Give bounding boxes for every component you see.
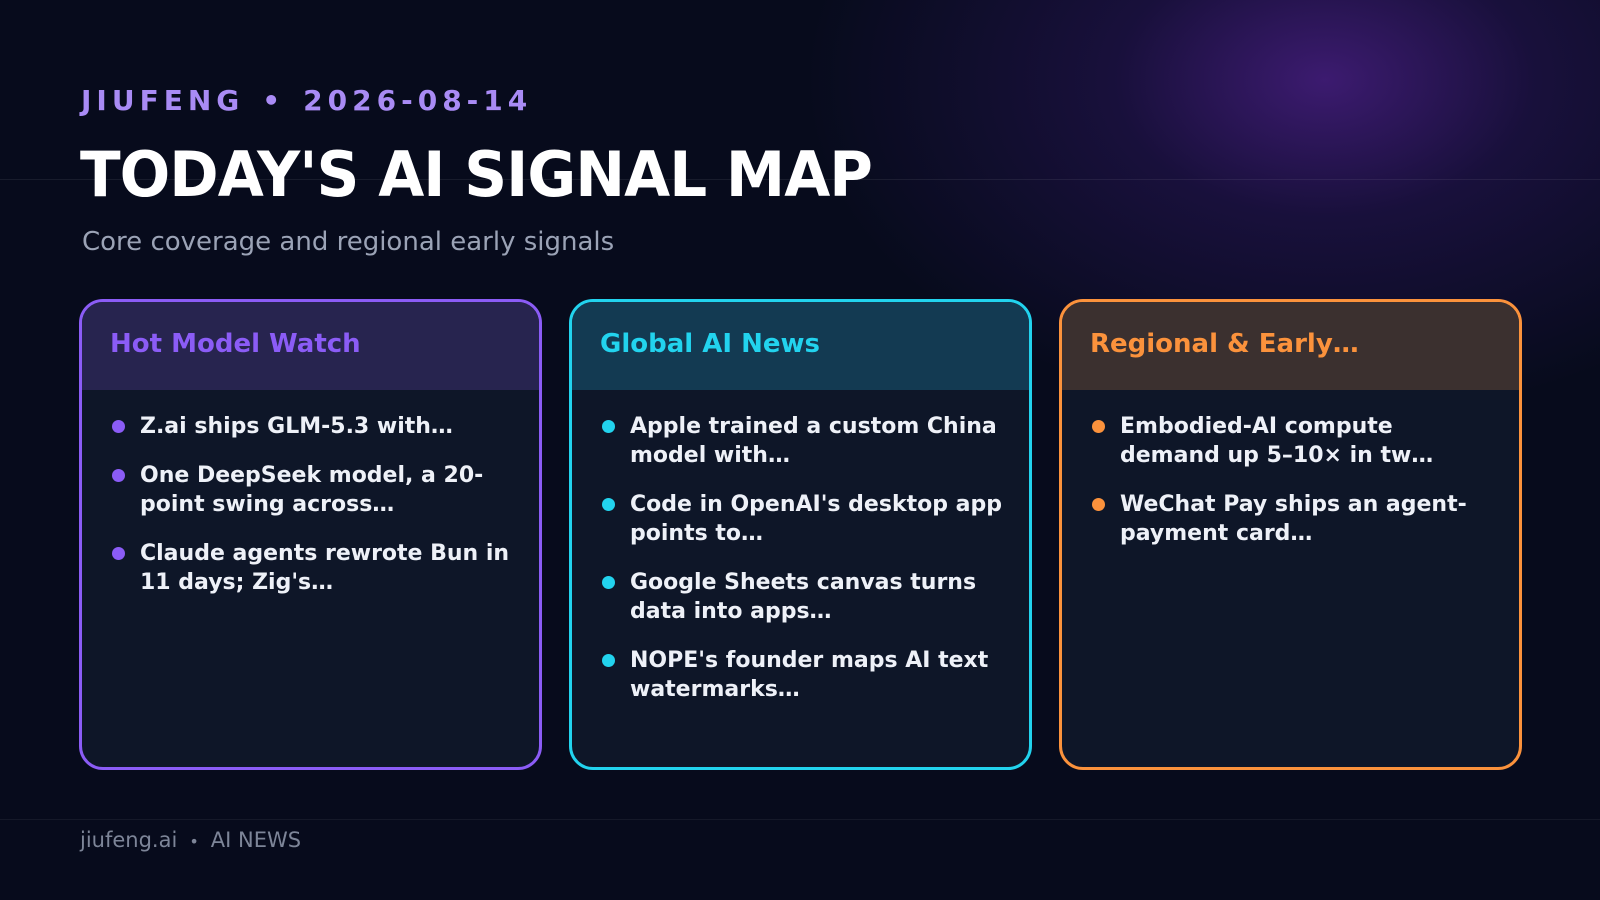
list-item[interactable]: Code in OpenAI's desktop app points to… <box>602 490 1009 548</box>
list-item[interactable]: Embodied-AI compute demand up 5–10× in t… <box>1092 412 1499 470</box>
item-text: Claude agents rewrote Bun in 11 days; Zi… <box>140 541 510 595</box>
list-item[interactable]: Z.ai ships GLM-5.3 with… <box>112 412 519 441</box>
item-text: WeChat Pay ships an agent-payment card… <box>1120 492 1467 546</box>
bullet-dot-icon <box>1092 498 1105 511</box>
bullet-dot-icon <box>602 498 615 511</box>
header-divider <box>0 179 1600 180</box>
item-text: Code in OpenAI's desktop app points to… <box>630 492 1002 546</box>
brand-separator: • <box>262 84 286 117</box>
bullet-dot-icon <box>112 469 125 482</box>
page-title: TODAY'S AI SIGNAL MAP <box>80 138 873 211</box>
list-item[interactable]: NOPE's founder maps AI text watermarks… <box>602 646 1009 704</box>
card-hot-model-watch[interactable]: Hot Model Watch Z.ai ships GLM-5.3 with…… <box>79 299 542 770</box>
bullet-dot-icon <box>1092 420 1105 433</box>
list-item[interactable]: Apple trained a custom China model with… <box>602 412 1009 470</box>
card-item-list: Embodied-AI compute demand up 5–10× in t… <box>1062 390 1519 548</box>
list-item[interactable]: Claude agents rewrote Bun in 11 days; Zi… <box>112 539 519 597</box>
footer-site[interactable]: jiufeng.ai <box>80 828 178 852</box>
card-header: Hot Model Watch <box>82 302 539 390</box>
item-text: Google Sheets canvas turns data into app… <box>630 570 977 624</box>
card-header: Regional & Early… <box>1062 302 1519 390</box>
item-text: NOPE's founder maps AI text watermarks… <box>630 648 989 702</box>
card-header: Global AI News <box>572 302 1029 390</box>
page-subtitle: Core coverage and regional early signals <box>82 227 615 257</box>
card-title: Regional & Early… <box>1090 329 1359 359</box>
card-global-ai-news[interactable]: Global AI News Apple trained a custom Ch… <box>569 299 1032 770</box>
bullet-dot-icon <box>602 420 615 433</box>
brand-date-line: JIUFENG • 2026-08-14 <box>81 84 532 117</box>
list-item[interactable]: Google Sheets canvas turns data into app… <box>602 568 1009 626</box>
list-item[interactable]: One DeepSeek model, a 20-point swing acr… <box>112 461 519 519</box>
footer-divider <box>0 819 1600 820</box>
bullet-dot-icon <box>112 420 125 433</box>
item-text: Embodied-AI compute demand up 5–10× in t… <box>1120 414 1434 468</box>
footer-separator: • <box>189 832 199 851</box>
card-title: Global AI News <box>600 329 820 359</box>
issue-date: 2026-08-14 <box>303 84 533 117</box>
bullet-dot-icon <box>112 547 125 560</box>
footer: jiufeng.ai • AI NEWS <box>80 828 301 852</box>
item-text: Z.ai ships GLM-5.3 with… <box>140 414 453 439</box>
card-item-list: Apple trained a custom China model with…… <box>572 390 1029 704</box>
list-item[interactable]: WeChat Pay ships an agent-payment card… <box>1092 490 1499 548</box>
brand-name: JIUFENG <box>81 84 245 117</box>
bullet-dot-icon <box>602 654 615 667</box>
item-text: Apple trained a custom China model with… <box>630 414 997 468</box>
card-title: Hot Model Watch <box>110 329 361 359</box>
item-text: One DeepSeek model, a 20-point swing acr… <box>140 463 484 517</box>
card-regional-early[interactable]: Regional & Early… Embodied-AI compute de… <box>1059 299 1522 770</box>
bullet-dot-icon <box>602 576 615 589</box>
card-item-list: Z.ai ships GLM-5.3 with… One DeepSeek mo… <box>82 390 539 597</box>
footer-section: AI NEWS <box>210 828 302 852</box>
